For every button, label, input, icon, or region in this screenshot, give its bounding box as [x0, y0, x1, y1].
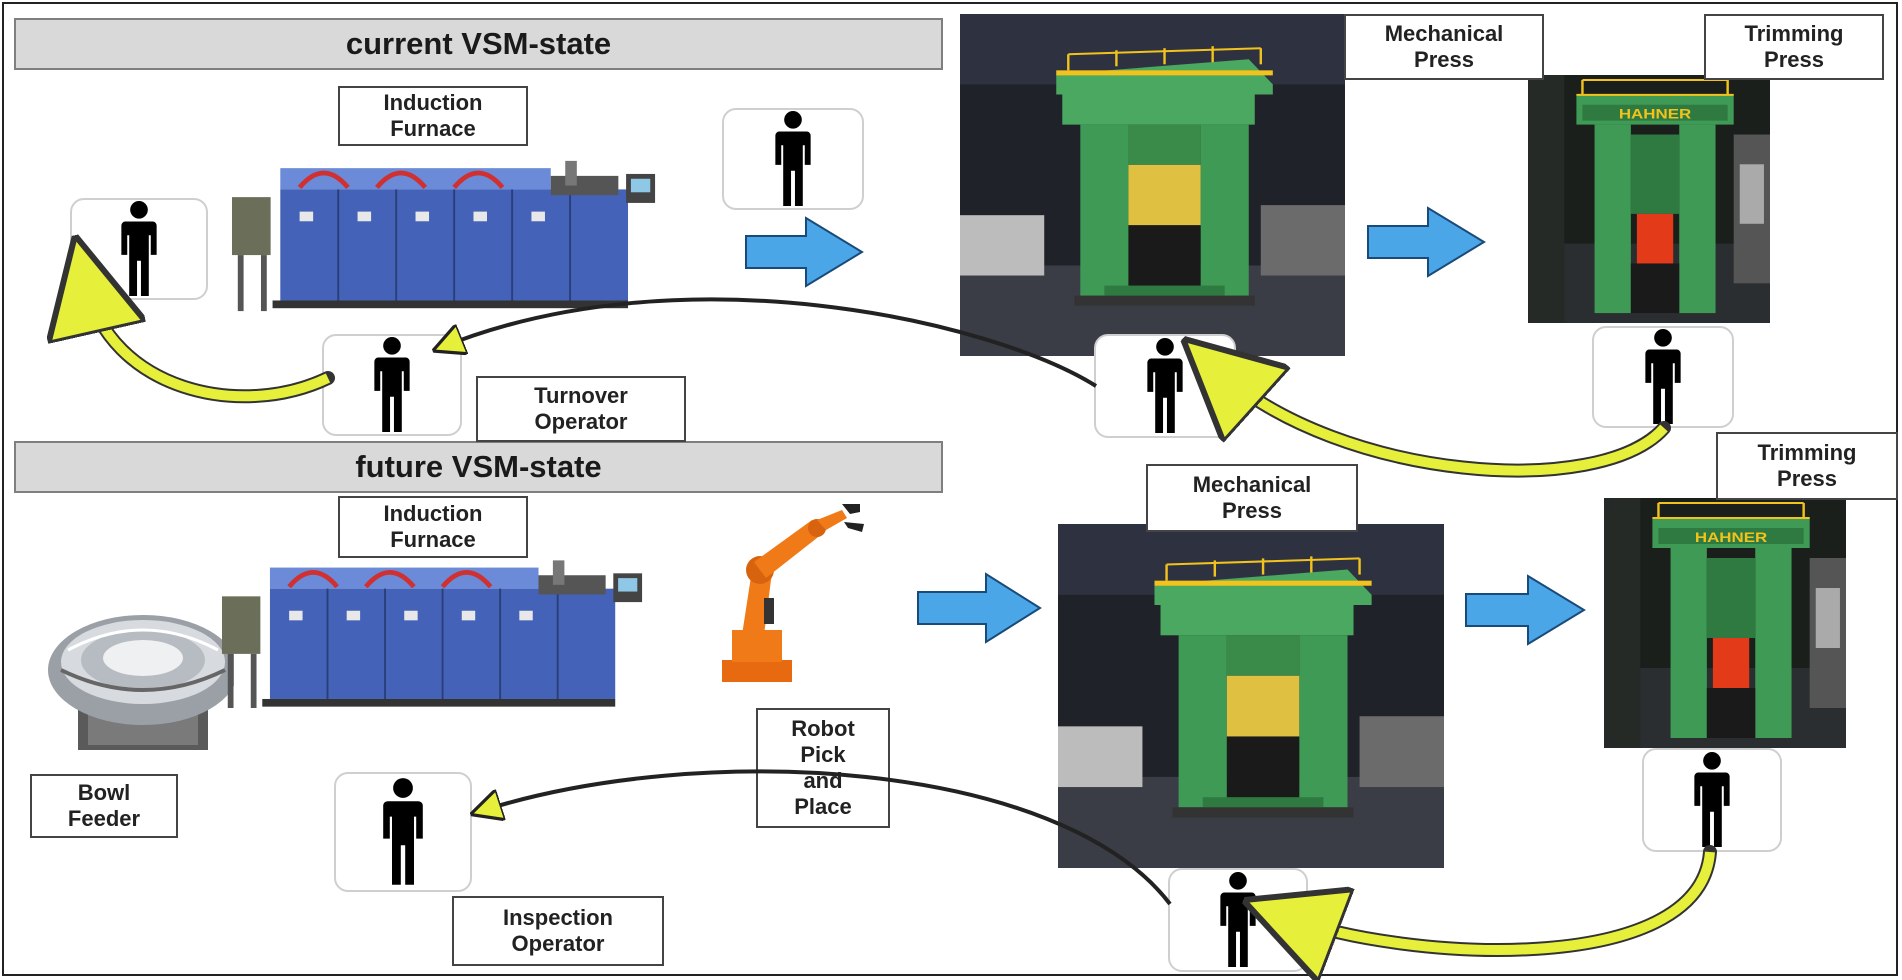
flow-arrow-furnace-to-press-current — [745, 216, 864, 288]
return-arrow-press-to-turnover — [440, 297, 1098, 388]
future-trimming-press-label: Trimming Press — [1716, 432, 1898, 500]
flow-arrow-press-to-trim-future — [1465, 574, 1586, 646]
return-arrow-press-to-inspection — [478, 769, 1172, 906]
current-trimming-press-label: Trimming Press — [1704, 14, 1884, 80]
future-state-banner: future VSM-state — [14, 441, 943, 493]
current-state-banner: current VSM-state — [14, 18, 943, 70]
current-state-title: current VSM-state — [345, 26, 612, 61]
return-arrow-turnover-to-furnace — [79, 277, 335, 404]
bowl-feeder-image — [28, 590, 234, 755]
current-mechanical-press-operator-top — [722, 108, 864, 210]
future-state-title: future VSM-state — [355, 449, 602, 484]
future-induction-furnace-label: Induction Furnace — [338, 496, 528, 558]
current-induction-furnace-label: Induction Furnace — [338, 86, 528, 146]
future-trimming-press-operator — [1642, 748, 1782, 852]
current-trimming-press-operator — [1592, 326, 1734, 428]
flow-arrow-robot-to-press-future — [917, 572, 1042, 644]
inspection-operator-label: Inspection Operator — [452, 896, 664, 966]
inspection-operator — [334, 772, 472, 892]
future-mechanical-press-label: Mechanical Press — [1146, 464, 1358, 532]
bowl-feeder-label: Bowl Feeder — [30, 774, 178, 838]
robot-arm-image — [692, 500, 878, 690]
current-mechanical-press-label: Mechanical Press — [1344, 14, 1544, 80]
turnover-operator-label: Turnover Operator — [476, 376, 686, 442]
flow-arrow-press-to-trim-current — [1367, 206, 1486, 278]
